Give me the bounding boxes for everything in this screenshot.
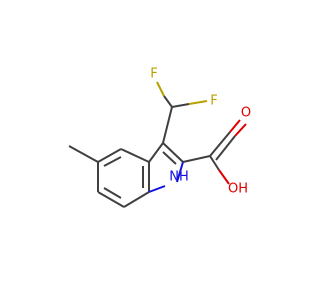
- bond-c-oh-a: [209, 155, 220, 171]
- bond-c3-c2-double: [162, 151, 177, 165]
- bond-c3-c2: [162, 142, 184, 163]
- bond-ring-inner-a: [103, 156, 122, 167]
- bond-cf2-f-left-b: [156, 81, 165, 97]
- bond-ring-a: [97, 148, 122, 163]
- bond-n-c7a: [148, 185, 166, 193]
- bond-cf2-c3: [162, 106, 173, 144]
- bond-methyl: [68, 145, 99, 163]
- atom-oh: OH: [228, 182, 248, 197]
- bond-c2-carbonyl: [182, 155, 211, 163]
- bond-ring-inner-c: [103, 187, 122, 199]
- bond-cf2-f-right-b: [188, 100, 208, 105]
- bond-cf2-f-left-a: [163, 95, 173, 108]
- bond-carbonyl-o-a: [209, 131, 231, 157]
- bond-c2-n: [176, 161, 184, 183]
- bond-ring-b: [120, 148, 150, 163]
- chemical-structure: F F NH O OH: [68, 67, 251, 208]
- bond-c-oh-b: [218, 169, 230, 185]
- bond-carbonyl-o-b: [229, 119, 241, 133]
- bond-ring-d: [123, 191, 150, 208]
- atom-o-top: O: [241, 106, 251, 121]
- bond-carbonyl-o-d: [234, 123, 247, 137]
- bond-cf2-f-right-a: [171, 103, 190, 108]
- bond-c3a-c3: [148, 142, 164, 163]
- atom-nh: NH: [169, 170, 189, 185]
- bond-ring-e: [97, 191, 125, 208]
- atom-f-left: F: [150, 67, 157, 82]
- bond-carbonyl-o-c: [215, 135, 236, 161]
- atom-f-right: F: [210, 94, 217, 109]
